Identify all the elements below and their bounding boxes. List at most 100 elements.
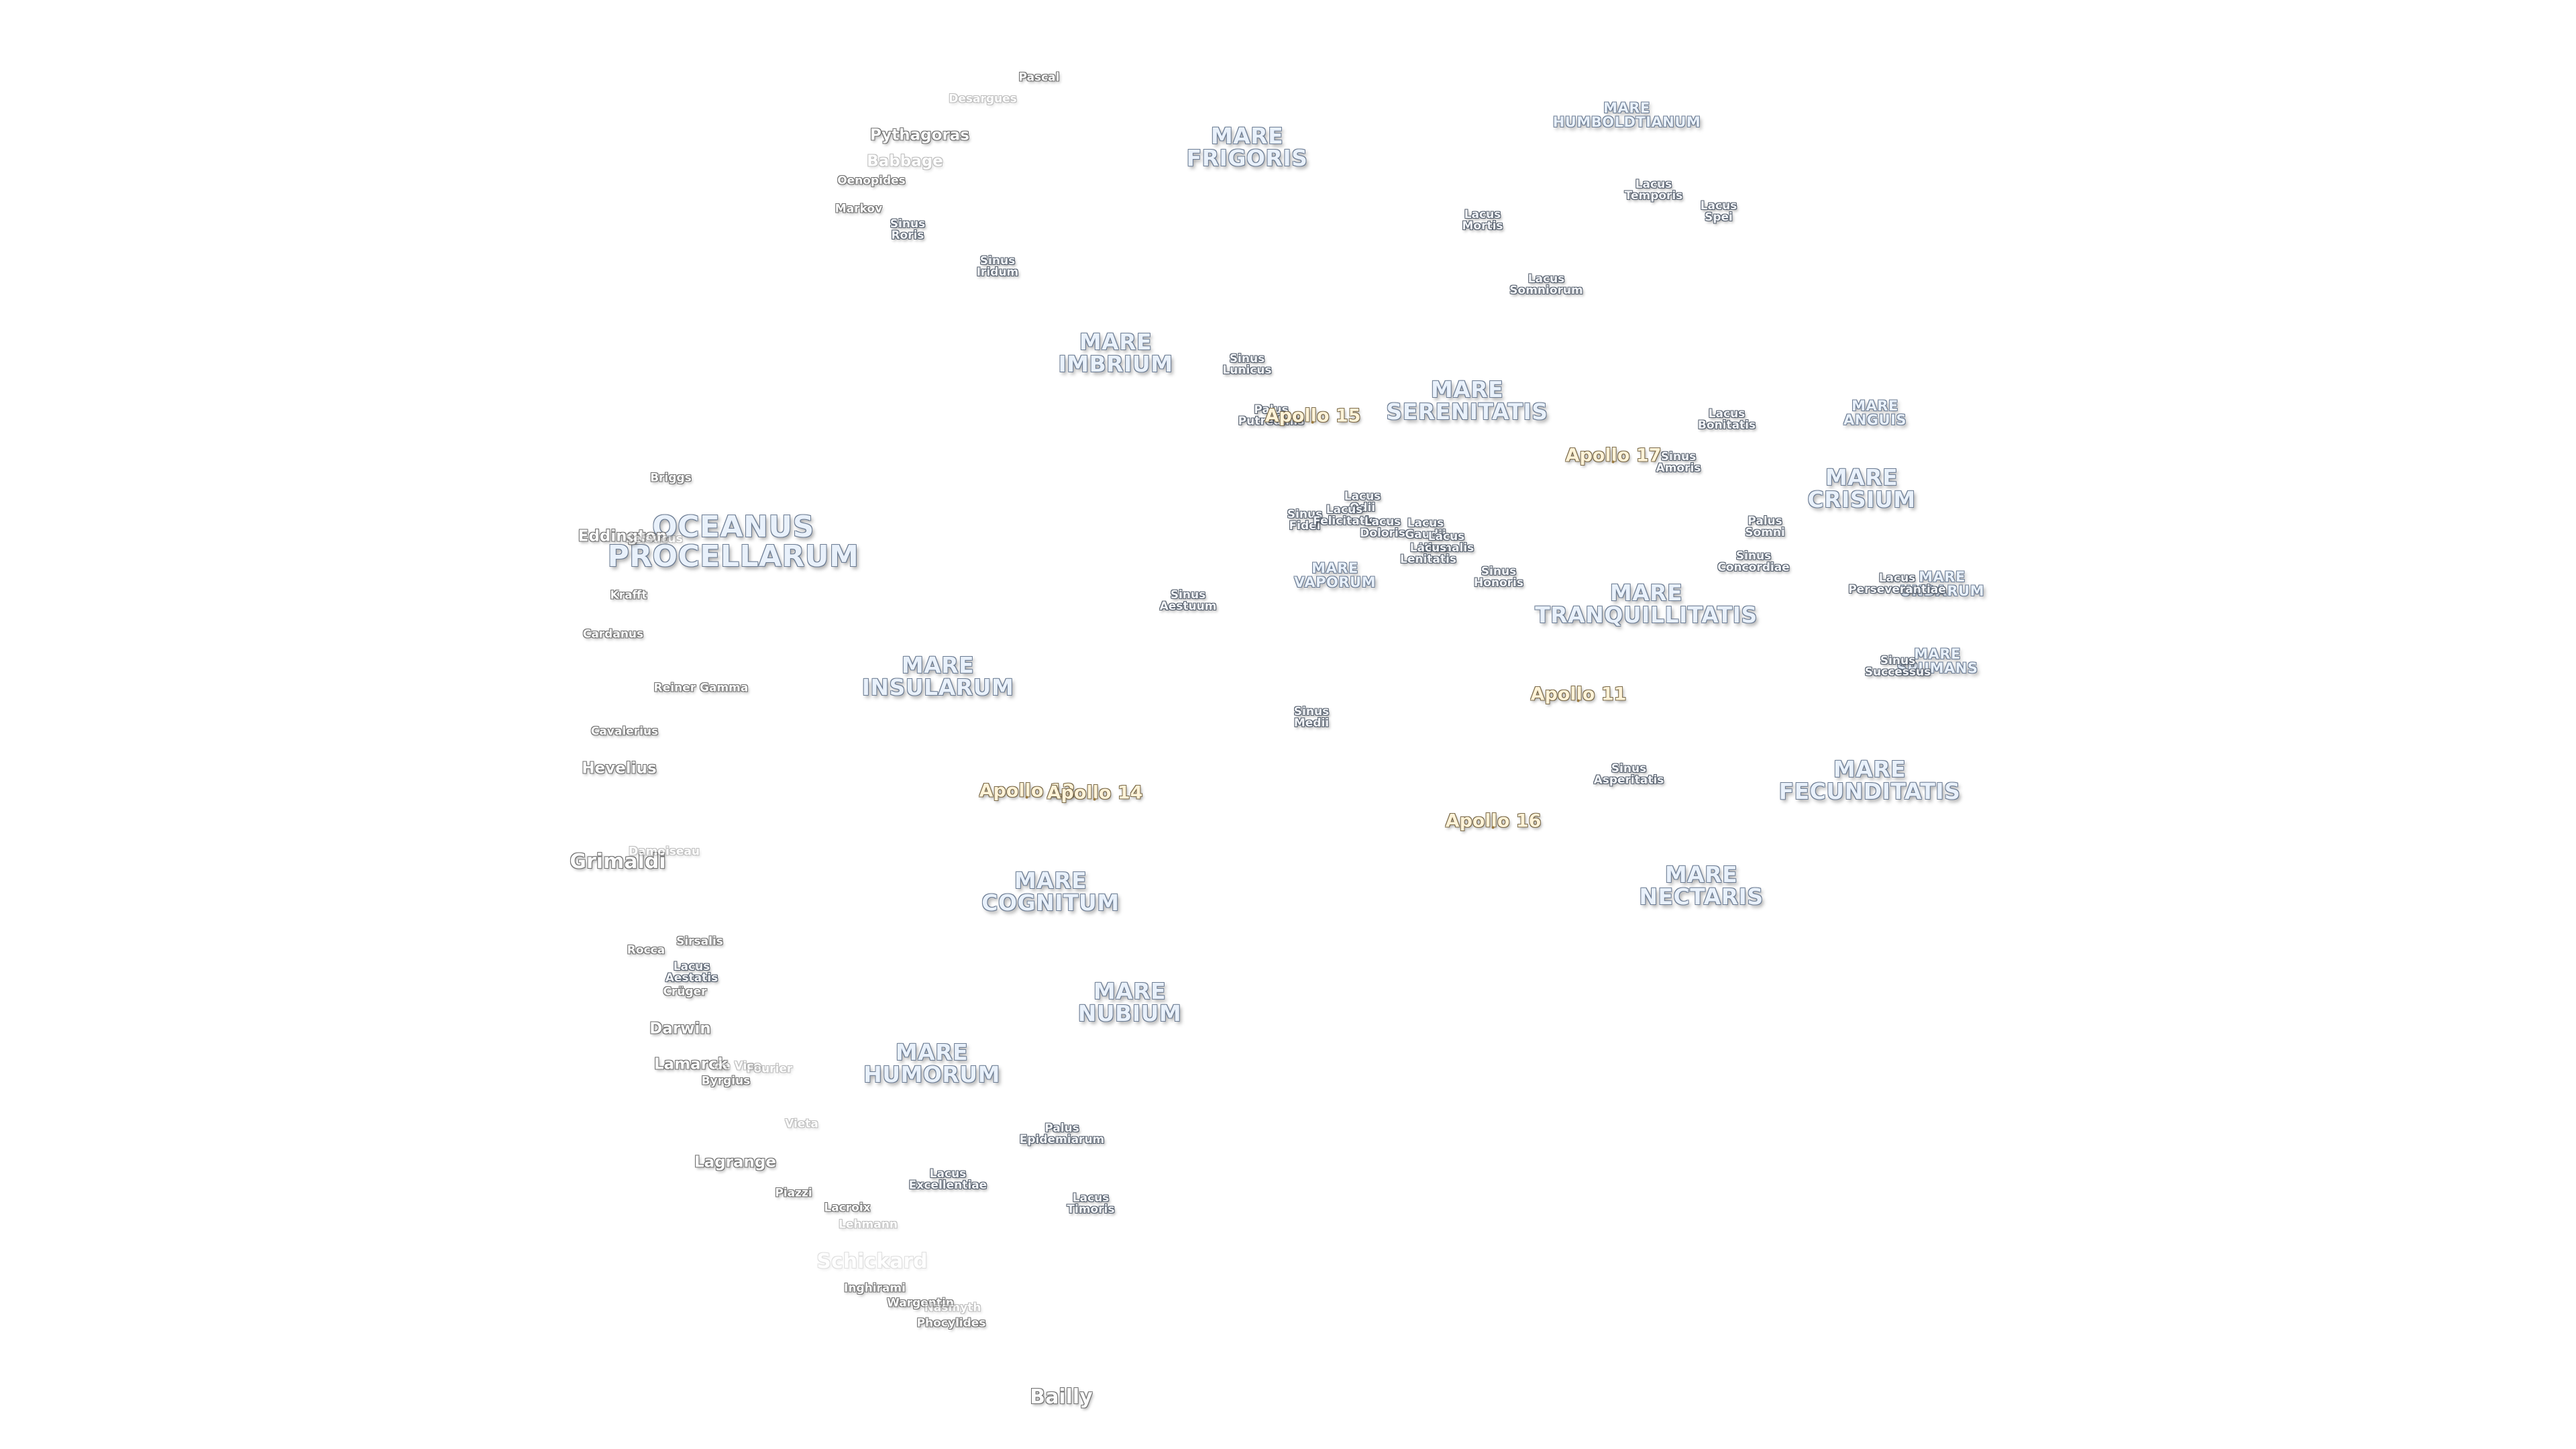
- lacus-excellentiae-label-line: Lacus: [929, 1167, 967, 1181]
- crater-inghirami-label: Inghirami: [844, 1281, 906, 1295]
- crater-lehmann-label: Lehmann: [839, 1218, 898, 1232]
- oceanus-procellarum-label-line: OCEANUS: [652, 510, 814, 544]
- crater-seleucus-label: Seleucus: [625, 532, 683, 546]
- sinus-asperitatis-label-line: Sinus: [1611, 762, 1647, 775]
- mare-imbrium-label-line: IMBRIUM: [1058, 351, 1173, 377]
- palus-somni-label-line: Palus: [1748, 515, 1782, 528]
- sinus-fidei-label-line: Fidei: [1289, 519, 1321, 533]
- lacus-aestatis-label-line: Aestatis: [665, 971, 718, 985]
- crater-darwin-label: Darwin: [649, 1020, 711, 1038]
- lacus-felicitatis-label-line: Felicitatis: [1313, 515, 1376, 528]
- mare-tranquillitatis-label-line: TRANQUILLITATIS: [1535, 602, 1758, 628]
- mare-vaporum-label-line: MARE: [1311, 560, 1358, 576]
- sinus-lunicus-label-line: Sinus: [1229, 352, 1265, 366]
- crater-pythagoras-label: Pythagoras: [870, 126, 969, 144]
- crater-wargentin-label: Wargentin: [887, 1296, 954, 1310]
- lacus-spei-label-line: Lacus: [1700, 199, 1737, 213]
- palus-epidemiarum-label-line: Palus: [1044, 1122, 1079, 1135]
- sinus-concordiae-label-line: Sinus: [1735, 549, 1772, 563]
- mare-undarum-label-line: MARE: [1919, 569, 1966, 585]
- mare-insularum-label-line: MARE: [901, 652, 975, 678]
- lacus-hiemalis-label-line: Lacus: [1428, 530, 1465, 543]
- sinus-successus-label-line: Successus: [1864, 665, 1931, 679]
- mare-insularum-label-line: INSULARUM: [861, 674, 1014, 700]
- palus-epidemiarum-label-line: Epidemiarum: [1019, 1133, 1105, 1146]
- crater-fourier-label: Fourier: [746, 1062, 793, 1076]
- apollo-15-landing-site[interactable]: Apollo 15: [1265, 405, 1361, 427]
- lacus-odii-label-line: Odii: [1349, 501, 1376, 515]
- apollo-11-landing-site[interactable]: Apollo 11: [1530, 684, 1627, 705]
- crater-eddington-label: Eddington: [578, 527, 667, 545]
- mare-fecunditatis-label-line: MARE: [1833, 756, 1907, 782]
- lacus-bonitatis-label-line: Bonitatis: [1697, 419, 1756, 432]
- lacus-doloris-label-line: Doloris: [1360, 527, 1405, 540]
- sinus-amoris-label-line: Amoris: [1656, 462, 1701, 475]
- lacus-spei-label-line: Spei: [1705, 211, 1733, 224]
- crater-lagrange-label: Lagrange: [694, 1153, 776, 1171]
- crater-schickard-label: Schickard: [816, 1250, 928, 1273]
- crater-krafft-label: Krafft: [610, 588, 647, 602]
- crater-briggs-label: Briggs: [650, 471, 692, 485]
- lacus-felicitatis-label-line: Lacus: [1326, 503, 1363, 517]
- crater-nasmyth-label: Nasmyth: [924, 1301, 981, 1315]
- apollo-12-landing-site[interactable]: Apollo 12: [979, 780, 1075, 802]
- crater-hevelius-label: Hevelius: [582, 759, 657, 777]
- lacus-perseverantiae-label-line: Lacus: [1878, 572, 1916, 585]
- lacus-timoris-label-line: Timoris: [1067, 1203, 1115, 1216]
- lacus-timoris-label-line: Lacus: [1072, 1191, 1110, 1205]
- mare-crisium-label-line: CRISIUM: [1807, 486, 1916, 513]
- mare-serenitatis-label-line: SERENITATIS: [1386, 398, 1548, 425]
- sinus-honoris-label-line: Sinus: [1481, 565, 1517, 578]
- mare-imbrium-label-line: MARE: [1079, 329, 1152, 355]
- mare-crisium-label-line: MARE: [1825, 464, 1898, 490]
- lacus-lenitatis-label-line: Lacus: [1409, 541, 1447, 555]
- apollo-16-landing-site[interactable]: Apollo 16: [1445, 810, 1542, 832]
- sinus-iridum-label-line: Iridum: [976, 266, 1019, 279]
- sinus-aestuum-label-line: Sinus: [1170, 588, 1206, 602]
- crater-sirsalis-label: Sirsalis: [676, 934, 723, 949]
- lacus-perseverantiae-label-line: Perseverantiae: [1848, 583, 1946, 596]
- mare-serenitatis-label-line: MARE: [1430, 376, 1504, 402]
- mare-frigoris-label-line: MARE: [1210, 123, 1284, 149]
- mare-anguis-label-line: ANGUIS: [1843, 412, 1907, 428]
- apollo-17-landing-site[interactable]: Apollo 17: [1565, 445, 1662, 466]
- crater-piazzi-label: Piazzi: [775, 1186, 812, 1200]
- crater-de-vico-label: de Vico: [714, 1059, 762, 1073]
- sinus-medii-label-line: Medii: [1293, 716, 1330, 730]
- sinus-roris-label-line: Roris: [891, 229, 924, 242]
- palus-somni-label-line: Somni: [1745, 526, 1785, 539]
- oceanus-procellarum-label-line: PROCELLARUM: [607, 539, 859, 574]
- sinus-roris-label-line: Sinus: [890, 217, 926, 231]
- mare-fecunditatis-label-line: FECUNDITATIS: [1778, 778, 1961, 804]
- apollo-14-landing-site[interactable]: Apollo 14: [1046, 782, 1143, 804]
- sinus-honoris-label-line: Honoris: [1473, 576, 1524, 590]
- crater-lamarck-label: Lamarck: [654, 1055, 728, 1073]
- lacus-odii-label-line: Lacus: [1344, 490, 1381, 503]
- crater-bailly-label: Bailly: [1030, 1385, 1093, 1409]
